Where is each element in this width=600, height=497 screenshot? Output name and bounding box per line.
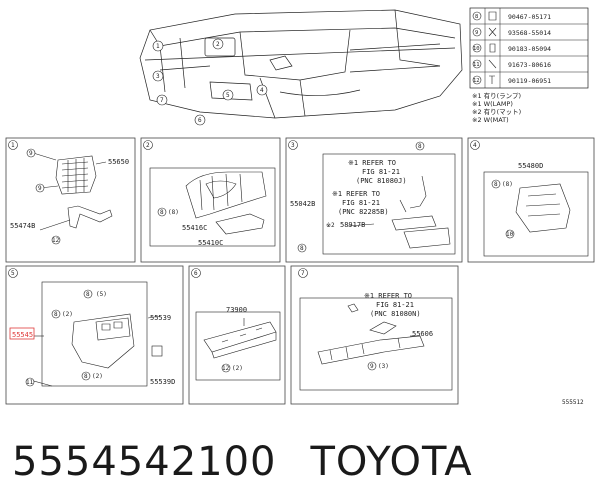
panel-5: 5 55545 8 (5) 8 (2) 8 (2) 11 55539 55539… <box>5 265 184 405</box>
panel-3: 3 8 8 ※1 REFER TO FIG 81-21 (PNC 81080J)… <box>285 137 463 263</box>
legend-index-10: 10 <box>473 46 480 52</box>
panel-4-number: 4 <box>473 142 477 149</box>
legend-part-3: 90183-05094 <box>508 45 551 53</box>
panel-3-callout-b: 8 <box>300 245 304 252</box>
panel-2-part-55410c: 55410C <box>198 239 223 247</box>
panel-7-note-l3: (PNC 81080N) <box>370 310 421 318</box>
panel-3-part-58917b: 58917B <box>340 221 365 229</box>
panel-7-callout-b: (3) <box>378 363 389 370</box>
panel-3-note-2-l1: ※1 REFER TO <box>332 190 380 198</box>
panel-2-number: 2 <box>146 142 150 149</box>
panel-7-number: 7 <box>301 270 305 277</box>
overview-callout-7: 7 <box>160 97 164 104</box>
legend-table: 8 9 10 11 12 90467-05171 93568-55014 901… <box>469 7 589 124</box>
panel-1-part-55650: 55650 <box>108 158 129 166</box>
overview-callout-4: 4 <box>260 87 264 94</box>
panel-1-number: 1 <box>11 142 15 149</box>
panel-4: 4 8 (8) 10 55480D <box>467 137 595 263</box>
panel-7-part-55606: 55606 <box>412 330 433 338</box>
panel-3-callout-a: 8 <box>418 143 422 150</box>
panel-7: 7 9 (3) ※1 REFER TO FIG 81-21 (PNC 81080… <box>290 265 459 405</box>
panel-5-callout-e: 8 <box>84 373 88 380</box>
panel-3-note-2-l3: (PNC 82285B) <box>338 208 389 216</box>
panel-3-note-2-l2: FIG 81-21 <box>342 199 380 207</box>
panel-5-number: 5 <box>11 270 15 277</box>
legend-part-2: 93568-55014 <box>508 29 551 37</box>
legend-note-4: ※2 W(MAT) <box>472 116 509 124</box>
panel-1: 1 9 9 12 55650 55474B <box>5 137 136 263</box>
overview-callout-2: 2 <box>216 41 220 48</box>
panel-5-callout-d: (2) <box>62 311 73 318</box>
overview-callout-1: 1 <box>156 43 160 50</box>
legend-part-5: 90119-06951 <box>508 77 551 85</box>
parts-diagram: 1 2 3 4 5 6 7 8 9 10 11 12 <box>5 7 595 406</box>
overview-callout-6: 6 <box>198 117 202 124</box>
legend-index-12: 12 <box>473 78 480 84</box>
legend-note-1: ※1 有り(ランプ) <box>472 91 521 100</box>
panel-5-callout-g: 11 <box>26 379 34 386</box>
panel-4-callout-a: 8 <box>494 181 498 188</box>
panel-5-part-55539d: 55539D <box>150 378 175 386</box>
panel-3-note-1-l3: (PNC 81080J) <box>356 177 407 185</box>
panel-5-callout-c: 8 <box>54 311 58 318</box>
panel-2: 2 8 (8) 55416C 55410C <box>140 137 281 263</box>
brand-name: TOYOTA <box>310 439 473 485</box>
panel-4-callout-c: 10 <box>506 231 514 238</box>
panel-3-note-1-l1: ※1 REFER TO <box>348 159 396 167</box>
panel-2-callout-a: 8 <box>160 209 164 216</box>
panel-1-callout-a: 9 <box>29 150 33 157</box>
overview-callouts <box>152 38 268 126</box>
legend-note-2: ※1 W(LAMP) <box>472 100 513 108</box>
panel-2-part-55416c: 55416C <box>182 224 207 232</box>
panel-5-callout-a: 8 <box>86 291 90 298</box>
figure-code: 555512 <box>562 399 584 406</box>
legend-index-9: 9 <box>475 30 478 36</box>
legend-index-11: 11 <box>473 62 480 68</box>
panel-4-part-55480d: 55480D <box>518 162 543 170</box>
panel-7-note-l1: ※1 REFER TO <box>364 292 412 300</box>
panel-6: 6 12 (2) 73900 <box>188 265 286 405</box>
legend-index-8: 8 <box>475 14 478 20</box>
panel-3-note-mark: ※2 <box>326 222 335 229</box>
panel-2-callout-b: (8) <box>168 209 179 216</box>
overview-callout-5: 5 <box>226 92 230 99</box>
panel-6-callout-b: (2) <box>232 365 243 372</box>
panel-7-callout-a: 9 <box>370 363 374 370</box>
panel-5-callout-f: (2) <box>92 373 103 380</box>
dashboard-overview <box>139 9 463 119</box>
panel-6-part-73900: 73900 <box>226 306 247 314</box>
panel-3-part-55042b: 55042B <box>290 200 315 208</box>
part-footer: 5554542100 TOYOTA <box>12 432 588 492</box>
panel-7-note-l2: FIG 81-21 <box>376 301 414 309</box>
panel-1-callout-b: 9 <box>38 185 42 192</box>
panel-3-number: 3 <box>291 142 295 149</box>
overview-callout-3: 3 <box>156 73 160 80</box>
panel-6-number: 6 <box>194 270 198 277</box>
panel-1-part-55474b: 55474B <box>10 222 35 230</box>
part-number: 5554542100 <box>12 439 277 485</box>
legend-part-1: 90467-05171 <box>508 13 551 21</box>
panel-1-callout-c: 12 <box>52 237 60 244</box>
panel-6-callout-a: 12 <box>222 365 230 372</box>
panel-5-part-55545: 55545 <box>12 331 33 339</box>
panel-5-callout-b: (5) <box>96 291 107 298</box>
panel-3-note-1-l2: FIG 81-21 <box>362 168 400 176</box>
legend-note-3: ※2 有り(マット) <box>472 107 521 116</box>
panel-5-part-55539: 55539 <box>150 314 171 322</box>
panel-4-callout-b: (8) <box>502 181 513 188</box>
legend-part-4: 91673-80616 <box>508 61 551 69</box>
